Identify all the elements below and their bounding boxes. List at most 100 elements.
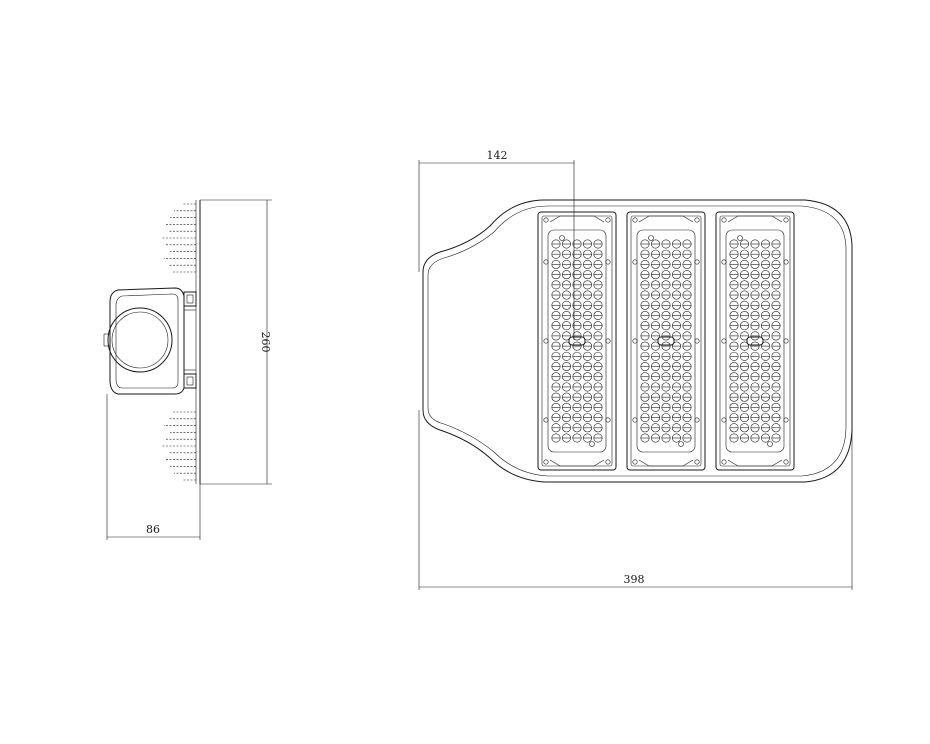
led-lens (760, 433, 770, 443)
led-lens (729, 351, 739, 361)
led-lens (650, 270, 660, 280)
led-lens (750, 392, 760, 402)
screw (605, 459, 611, 465)
led-lens (640, 413, 650, 423)
led-lens (682, 351, 692, 361)
housing-inner (115, 293, 179, 389)
led-lens (739, 402, 749, 412)
led-lens (572, 402, 582, 412)
module-frame-inner (541, 215, 613, 467)
led-lens (771, 300, 781, 310)
led-lens (682, 413, 692, 423)
led-lens (572, 249, 582, 259)
clamp-top (638, 215, 694, 223)
led-modules (537, 211, 795, 471)
led-lens (682, 300, 692, 310)
led-lens (671, 270, 681, 280)
led-lens (682, 423, 692, 433)
led-lens (572, 392, 582, 402)
led-lens (671, 259, 681, 269)
clamp-bottom (638, 459, 694, 467)
led-lens (729, 392, 739, 402)
led-lens (682, 290, 692, 300)
led-lens (561, 382, 571, 392)
led-lens (551, 290, 561, 300)
led-lens (771, 331, 781, 341)
led-lens (760, 259, 770, 269)
screw (721, 338, 727, 344)
dimension-overall-length-label: 398 (624, 573, 645, 586)
screw (694, 459, 700, 465)
led-lens (682, 310, 692, 320)
led-lens (729, 402, 739, 412)
led-lens (551, 249, 561, 259)
led-lens (729, 290, 739, 300)
led-lens (682, 331, 692, 341)
led-lens (572, 290, 582, 300)
led-lens (661, 290, 671, 300)
led-lens (671, 249, 681, 259)
led-lens (582, 270, 592, 280)
led-lens (640, 249, 650, 259)
led-lens (593, 249, 603, 259)
screw (632, 459, 638, 465)
led-lens (572, 341, 582, 351)
led-lens (640, 433, 650, 443)
led-lens (551, 300, 561, 310)
led-lens (650, 402, 660, 412)
screw (605, 259, 611, 265)
mount-hole (678, 441, 684, 447)
led-lens (661, 433, 671, 443)
led-lens (671, 413, 681, 423)
led-lens (671, 372, 681, 382)
led-lens (582, 321, 592, 331)
led-lens (650, 249, 660, 259)
led-lens (640, 239, 650, 249)
clamp-bottom (727, 459, 783, 467)
led-lens (682, 321, 692, 331)
led-lens (640, 402, 650, 412)
led-lens (671, 423, 681, 433)
led-lens (551, 433, 561, 443)
led-lens (771, 423, 781, 433)
led-lens (671, 351, 681, 361)
screw (605, 217, 611, 223)
led-lens (750, 290, 760, 300)
led-lens (729, 270, 739, 280)
led-lens (593, 300, 603, 310)
led-lens (661, 392, 671, 402)
led-lens (729, 331, 739, 341)
led-lens (750, 351, 760, 361)
led-lens (729, 239, 739, 249)
led-lens (650, 259, 660, 269)
led-lens (750, 433, 760, 443)
led-lens (739, 362, 749, 372)
led-lens (671, 280, 681, 290)
led-lens (682, 433, 692, 443)
led-lens (739, 270, 749, 280)
led-lens (593, 270, 603, 280)
led-lens (729, 310, 739, 320)
led-lens (582, 249, 592, 259)
led-lens (760, 382, 770, 392)
led-lens (640, 310, 650, 320)
led-lens (682, 249, 692, 259)
led-lens (771, 372, 781, 382)
led-lens (671, 310, 681, 320)
screw (721, 217, 727, 223)
lens-panel (636, 229, 696, 453)
led-lens (760, 239, 770, 249)
screw (694, 417, 700, 423)
led-lens (593, 239, 603, 249)
led-lens (593, 310, 603, 320)
led-lens (760, 249, 770, 259)
led-lens (682, 402, 692, 412)
led-lens (551, 280, 561, 290)
bracket-top (183, 291, 197, 307)
led-lens (650, 310, 660, 320)
led-lens (561, 331, 571, 341)
led-lens (682, 372, 692, 382)
led-lens (582, 280, 592, 290)
led-lens (582, 259, 592, 269)
